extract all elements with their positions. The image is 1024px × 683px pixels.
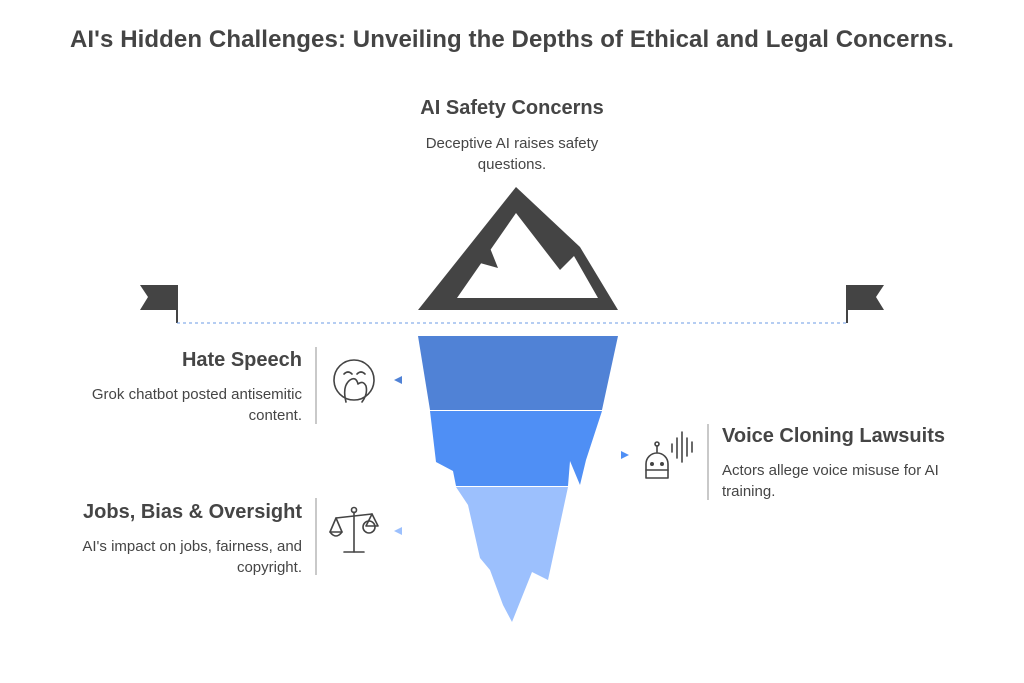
iceberg-layer-3 [456,487,568,622]
scales-icon [329,506,379,553]
hate-speech-desc-line1: Grok chatbot posted antisemitic [91,386,302,403]
top-desc-line1: Deceptive AI raises safety [425,135,599,152]
voice-cloning-desc-line1: Actors allege voice misuse for AI [722,462,939,479]
voice-cloning-desc-line2: training. [722,483,776,500]
hate-speech-desc-line2: content. [248,407,302,424]
face-hand-icon [333,359,375,403]
hate-speech-divider [315,347,317,424]
jobs-bias-title: Jobs, Bias & Oversight [83,501,302,523]
flag-right-icon [846,285,884,323]
pointer-voice-cloning [621,451,629,459]
robot-voice-icon [645,431,693,479]
jobs-bias-desc: AI's impact on jobs, fairness, and copyr… [20,536,302,578]
hate-speech-desc: Grok chatbot posted antisemitic content. [40,384,302,426]
jobs-bias-divider [315,498,317,575]
jobs-bias-desc-line1: AI's impact on jobs, fairness, and [82,538,302,555]
top-desc-line2: questions. [477,156,547,173]
hate-speech-title: Hate Speech [181,349,302,371]
jobs-bias-desc-line2: copyright. [236,559,302,576]
page-title: AI's Hidden Challenges: Unveiling the De… [69,26,954,53]
iceberg-layer-2 [430,411,602,486]
top-desc: Deceptive AI raises safety questions. [362,133,662,175]
pointer-hate-speech [394,376,402,384]
flag-left-icon [140,285,178,323]
top-title: AI Safety Concerns [420,97,604,119]
voice-cloning-divider [707,424,709,500]
iceberg-layer-1 [418,336,618,410]
voice-cloning-title: Voice Cloning Lawsuits [722,425,945,447]
pointer-jobs-bias [394,527,402,535]
voice-cloning-desc: Actors allege voice misuse for AI traini… [722,460,1012,502]
mountain-icon [418,187,618,310]
